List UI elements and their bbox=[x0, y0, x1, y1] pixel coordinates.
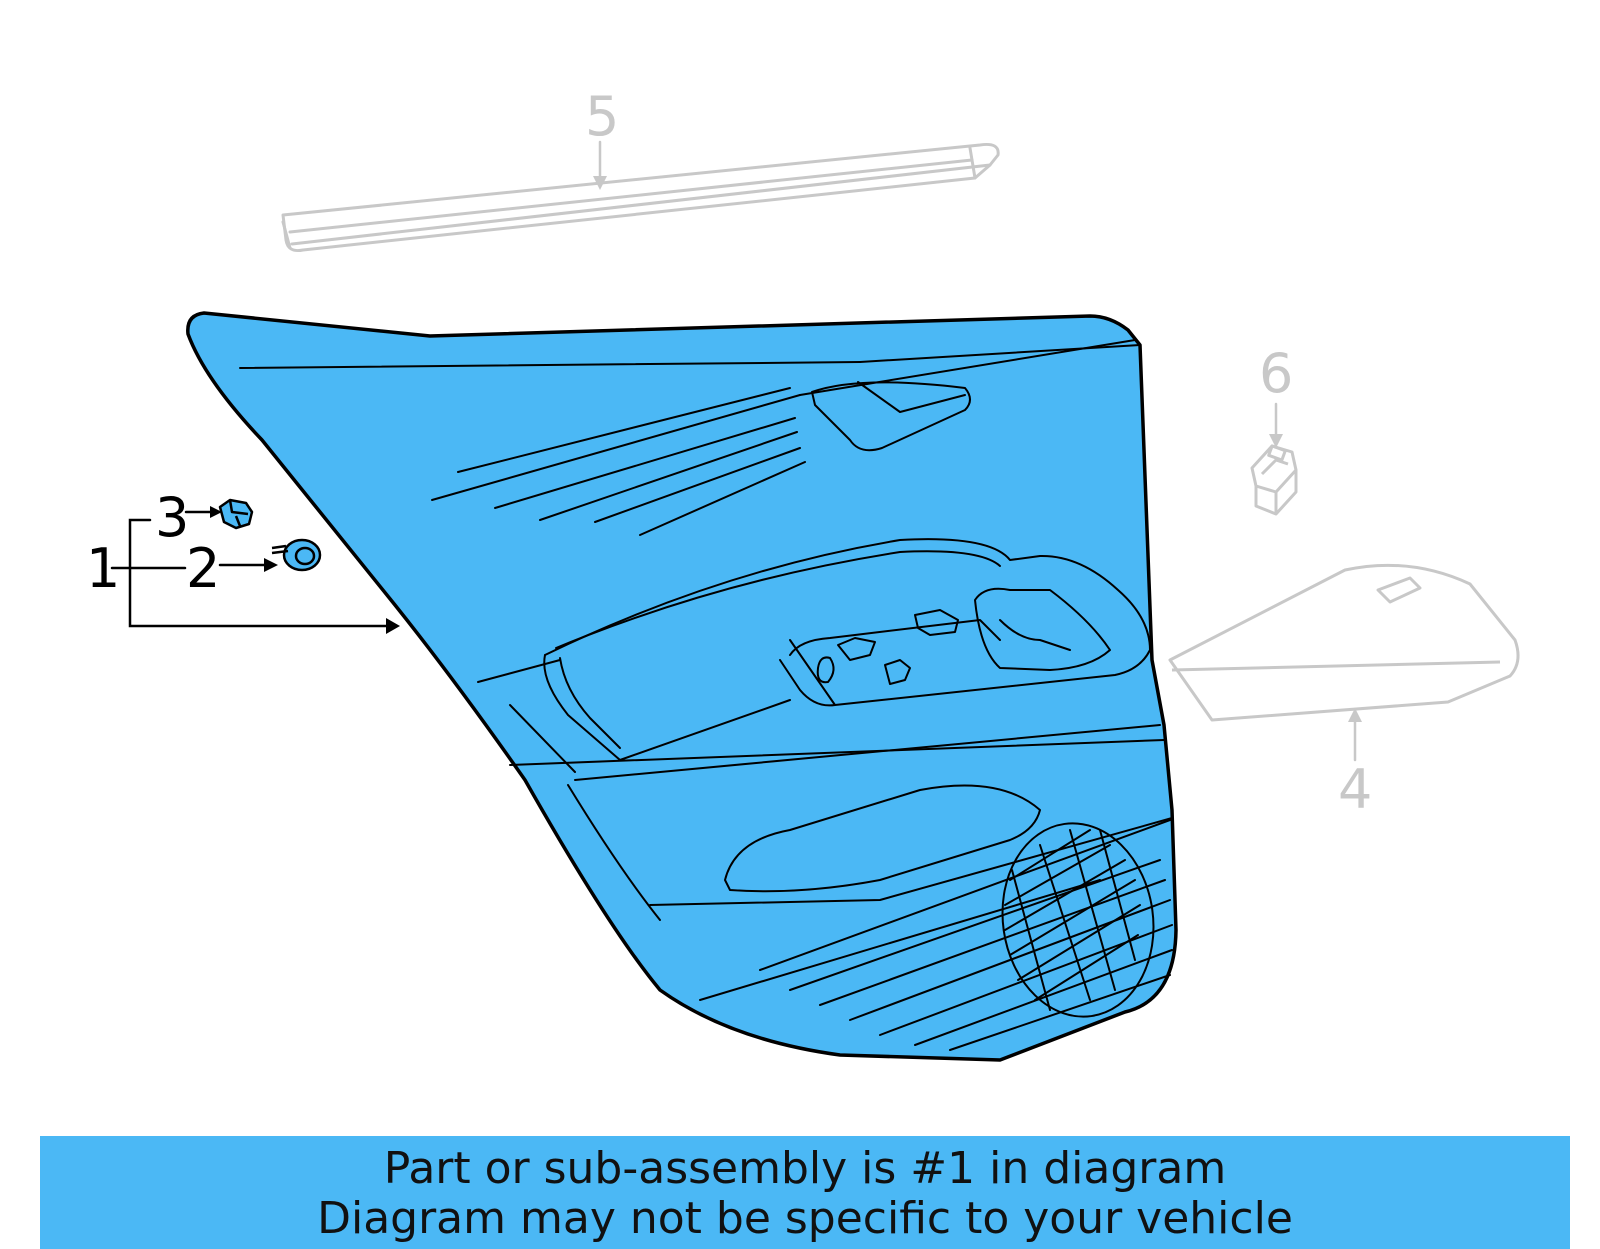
callout-5: 5 bbox=[585, 85, 619, 148]
part-5-belt-weatherstrip bbox=[281, 143, 1000, 252]
part-3-clip bbox=[218, 498, 254, 530]
arrowhead-5 bbox=[593, 176, 607, 190]
info-banner: Part or sub-assembly is #1 in diagram Di… bbox=[40, 1136, 1570, 1249]
door-trim-details bbox=[239, 339, 1173, 1051]
arrowhead-2 bbox=[264, 558, 278, 572]
door-trim-outline bbox=[186, 311, 1178, 1062]
callout-1: 1 bbox=[86, 537, 120, 600]
banner-line-2: Diagram may not be specific to your vehi… bbox=[317, 1193, 1293, 1244]
callout-6: 6 bbox=[1259, 342, 1293, 405]
part-2-retainer bbox=[271, 538, 322, 572]
part-6-window-switch bbox=[1250, 444, 1298, 516]
callout-4: 4 bbox=[1338, 758, 1372, 821]
banner-line-1: Part or sub-assembly is #1 in diagram bbox=[383, 1143, 1227, 1194]
callout-3: 3 bbox=[155, 486, 189, 549]
arrowhead-1 bbox=[386, 618, 400, 634]
part-4-armrest-bezel bbox=[1168, 563, 1520, 722]
callout-2: 2 bbox=[186, 537, 220, 600]
arrowhead-3 bbox=[210, 506, 222, 518]
callout-arrowheads bbox=[210, 176, 1362, 722]
arrowhead-6 bbox=[1269, 434, 1283, 448]
callout-leaders bbox=[110, 140, 1357, 762]
arrowhead-4 bbox=[1348, 708, 1362, 722]
part-1-door-trim-panel bbox=[186, 311, 1178, 1062]
bracket-1 bbox=[128, 518, 394, 628]
